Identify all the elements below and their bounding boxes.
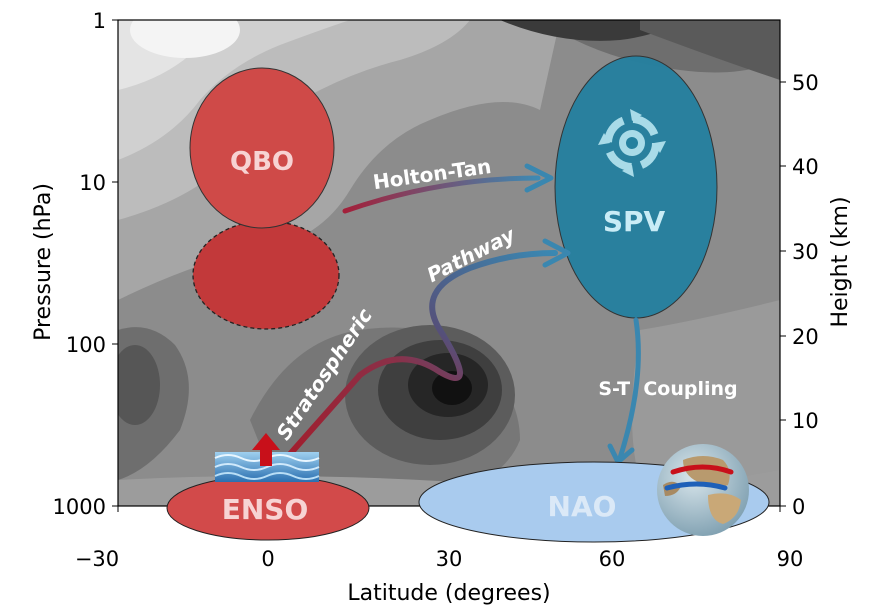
x-tick-label: 30 bbox=[436, 547, 463, 571]
y-left-ticks: 1 10 100 1000 bbox=[53, 9, 118, 519]
stratospheric-pathway-arrow bbox=[280, 238, 571, 465]
y-tick-label: 10 bbox=[79, 171, 106, 195]
x-axis-title: Latitude (degrees) bbox=[347, 581, 550, 606]
y-right-tick-label: 10 bbox=[792, 409, 819, 433]
holton-tan-arrow bbox=[342, 163, 554, 214]
y-right-tick-label: 0 bbox=[792, 495, 805, 519]
y-right-ticks: 0 10 20 30 40 50 bbox=[780, 71, 819, 519]
nao-label: NAO bbox=[548, 490, 617, 523]
spv-label: SPV bbox=[603, 205, 666, 238]
y-right-tick-label: 50 bbox=[792, 71, 819, 95]
y-tick-label: 1000 bbox=[53, 495, 106, 519]
vortex-icon bbox=[598, 109, 666, 177]
y-right-tick-label: 30 bbox=[792, 240, 819, 264]
qbo-lower-region bbox=[192, 220, 340, 330]
qbo-label: QBO bbox=[230, 147, 294, 177]
y-right-axis-title: Height (km) bbox=[828, 196, 853, 327]
y-left-axis-title: Pressure (hPa) bbox=[31, 183, 56, 341]
x-tick-label: 0 bbox=[261, 547, 274, 571]
y-tick-label: 1 bbox=[93, 9, 106, 33]
x-tick-label: 60 bbox=[599, 547, 626, 571]
x-ticks: −30 0 30 60 90 bbox=[75, 506, 804, 571]
x-tick-label: −30 bbox=[75, 547, 119, 571]
enso-label: ENSO bbox=[222, 493, 309, 526]
globe-icon bbox=[657, 444, 749, 536]
qbo-upper-region bbox=[189, 67, 335, 229]
up-arrow-icon bbox=[252, 433, 280, 466]
spv-region bbox=[554, 55, 718, 319]
st-coupling-label: S-T Coupling bbox=[598, 378, 737, 400]
y-tick-label: 100 bbox=[66, 333, 106, 357]
x-tick-label: 90 bbox=[777, 547, 804, 571]
y-right-tick-label: 20 bbox=[792, 325, 819, 349]
y-right-tick-label: 40 bbox=[792, 155, 819, 179]
